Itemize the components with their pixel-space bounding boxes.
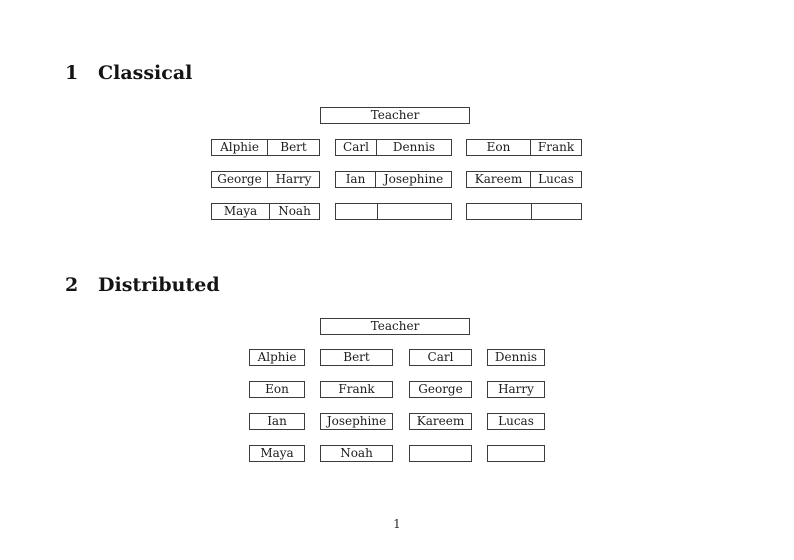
student-box-distributed-r4c1: Maya bbox=[249, 445, 305, 462]
student-box-distributed-r3c4: Lucas bbox=[487, 413, 545, 430]
teacher-label: Teacher bbox=[370, 319, 420, 333]
section-title: Distributed bbox=[98, 274, 220, 296]
teacher-box-distributed: Teacher bbox=[320, 318, 470, 335]
desk-classical-r1c3: Eon Frank bbox=[466, 139, 582, 156]
empty-seat bbox=[378, 204, 451, 219]
section-number: 2 bbox=[65, 274, 79, 296]
desk-classical-r2c2: Ian Josephine bbox=[335, 171, 452, 188]
student-seat: Bert bbox=[280, 140, 307, 154]
student-box-distributed-r2c3: George bbox=[409, 381, 472, 398]
desk-classical-r3c3-empty bbox=[466, 203, 582, 220]
desk-classical-r1c2: Carl Dennis bbox=[335, 139, 452, 156]
student-seat: Kareem bbox=[467, 172, 531, 187]
student-seat: Noah bbox=[278, 204, 311, 218]
student-box-distributed-r3c2: Josephine bbox=[320, 413, 393, 430]
student-seat: Alphie bbox=[212, 140, 268, 155]
student-box-distributed-r2c2: Frank bbox=[320, 381, 393, 398]
student-seat: Lucas bbox=[538, 172, 574, 186]
student-box-distributed-r1c3: Carl bbox=[409, 349, 472, 366]
student-seat: Dennis bbox=[392, 140, 436, 154]
section-title: Classical bbox=[98, 62, 193, 84]
desk-classical-r3c1: Maya Noah bbox=[211, 203, 320, 220]
desk-classical-r2c3: Kareem Lucas bbox=[466, 171, 582, 188]
student-box-distributed-r3c1: Ian bbox=[249, 413, 305, 430]
page-number: 1 bbox=[393, 517, 401, 531]
student-box-distributed-r1c2: Bert bbox=[320, 349, 393, 366]
student-box-distributed-r2c4: Harry bbox=[487, 381, 545, 398]
student-box-distributed-r4c2: Noah bbox=[320, 445, 393, 462]
student-seat: Ian bbox=[336, 172, 376, 187]
empty-seat bbox=[336, 204, 378, 219]
section-heading-classical: 1 Classical bbox=[65, 62, 192, 84]
teacher-box-classical: Teacher bbox=[320, 107, 470, 124]
empty-box-distributed-r4c3 bbox=[409, 445, 472, 462]
section-heading-distributed: 2 Distributed bbox=[65, 274, 220, 296]
desk-classical-r2c1: George Harry bbox=[211, 171, 320, 188]
student-box-distributed-r3c3: Kareem bbox=[409, 413, 472, 430]
student-seat: Harry bbox=[275, 172, 312, 186]
student-seat: Frank bbox=[537, 140, 575, 154]
student-seat: Eon bbox=[467, 140, 531, 155]
desk-classical-r1c1: Alphie Bert bbox=[211, 139, 320, 156]
student-seat: Josephine bbox=[383, 172, 444, 186]
student-seat: George bbox=[212, 172, 268, 187]
empty-seat bbox=[467, 204, 532, 219]
student-seat: Maya bbox=[212, 204, 270, 219]
section-number: 1 bbox=[65, 62, 79, 84]
empty-seat bbox=[532, 204, 581, 219]
teacher-label: Teacher bbox=[370, 108, 420, 122]
student-box-distributed-r1c1: Alphie bbox=[249, 349, 305, 366]
empty-box-distributed-r4c4 bbox=[487, 445, 545, 462]
student-seat: Carl bbox=[336, 140, 377, 155]
student-box-distributed-r2c1: Eon bbox=[249, 381, 305, 398]
desk-classical-r3c2-empty bbox=[335, 203, 452, 220]
student-box-distributed-r1c4: Dennis bbox=[487, 349, 545, 366]
